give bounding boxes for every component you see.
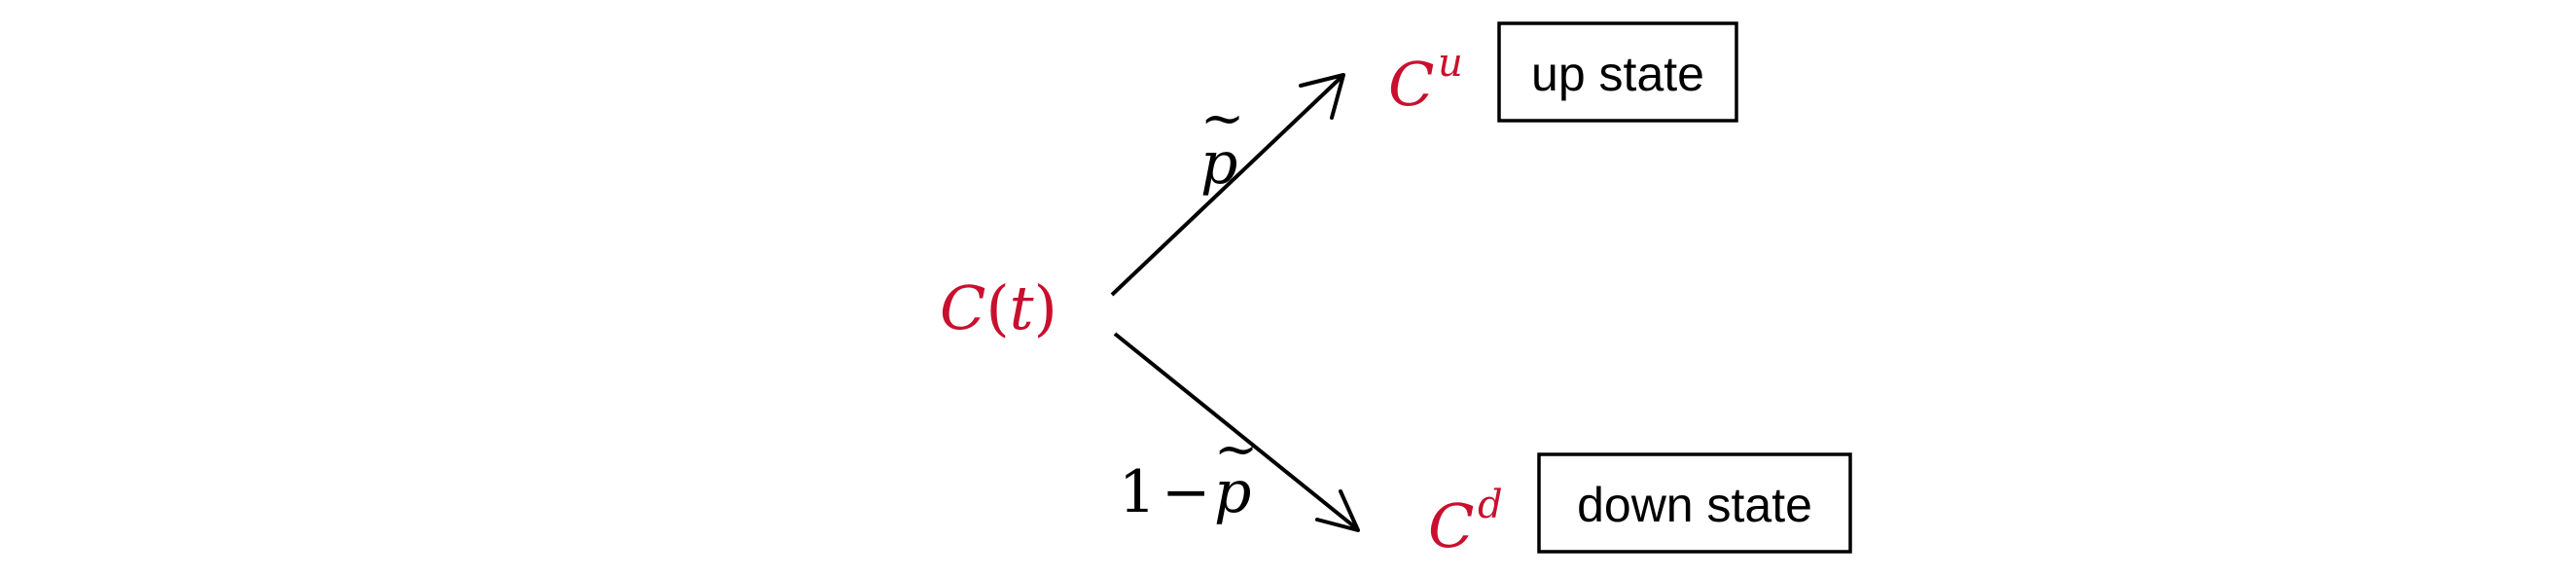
down-edge-probability: p (1214, 458, 1251, 526)
down-edge-minus: − (1162, 458, 1210, 526)
down-node-letter: C (1428, 490, 1474, 561)
down-state-label: down state (1577, 478, 1812, 532)
down-edge-prefix: 1 (1119, 458, 1156, 526)
up-arrow (1110, 73, 1345, 297)
root-node-variable: t (1010, 272, 1034, 343)
down-arrow (1113, 332, 1360, 532)
up-node: C u (1388, 41, 1463, 120)
up-edge-probability-label: p ~ (1200, 88, 1244, 198)
svg-text:C(t): C(t) (940, 272, 1057, 343)
down-node: C d (1428, 483, 1503, 561)
root-node-close-paren: ) (1034, 272, 1057, 343)
down-edge-tilde: ~ (1214, 418, 1258, 480)
up-state-label: up state (1531, 47, 1704, 101)
down-state-box: down state (1537, 452, 1852, 554)
up-state-box: up state (1497, 21, 1738, 123)
root-node-open-paren: ( (985, 272, 1009, 343)
down-node-superscript: d (1478, 483, 1503, 527)
up-edge-probability: p (1200, 129, 1237, 198)
down-edge-probability-label: 1 − p ~ (1119, 418, 1258, 526)
up-node-superscript: u (1438, 41, 1463, 86)
up-node-letter: C (1388, 49, 1434, 120)
up-edge-tilde: ~ (1200, 88, 1244, 149)
root-node-letter: C (940, 272, 985, 343)
root-node: C(t) (940, 272, 1057, 343)
